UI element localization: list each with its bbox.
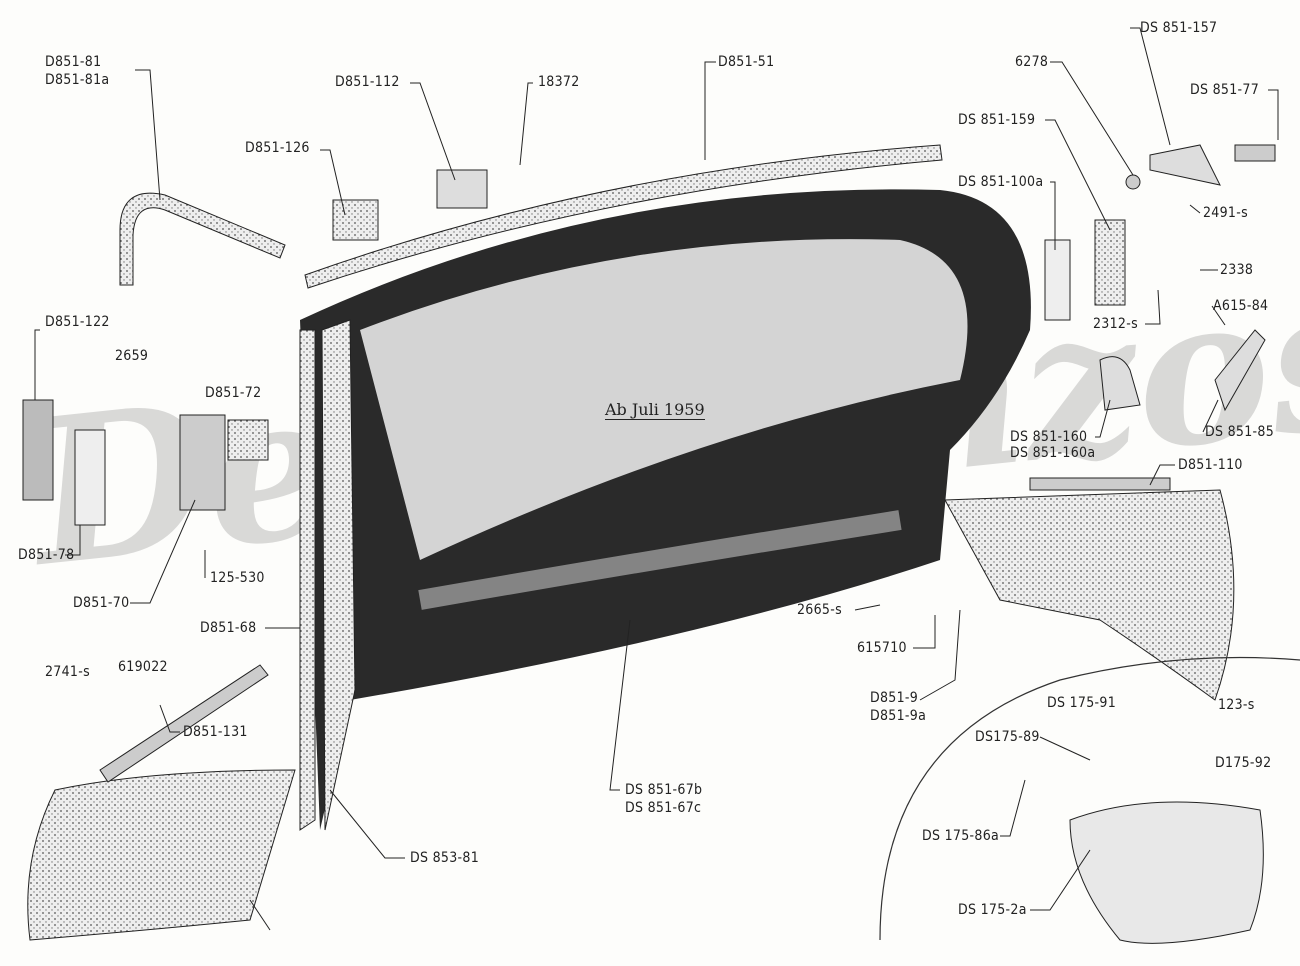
part-label: DS 851-67b <box>625 782 703 798</box>
part-label: 2312-s <box>1093 316 1138 332</box>
part-label: D175-92 <box>1215 755 1272 771</box>
part-label: 123-s <box>1218 697 1255 713</box>
part-label: D851-81a <box>45 72 110 88</box>
part-label: DS 851-100a <box>958 174 1044 190</box>
part-label: 2665-s <box>797 602 842 618</box>
part-label: DS 175-86a <box>922 828 1000 844</box>
part-label: 6278 <box>1015 54 1049 70</box>
part-label: D851-68 <box>200 620 257 636</box>
arched-seal <box>119 192 286 286</box>
part-label: DS175-89 <box>975 729 1040 745</box>
part-label: D851-126 <box>245 140 310 156</box>
door-trim-panel <box>944 489 1235 701</box>
part-label: D851-122 <box>45 314 110 330</box>
part-label: DS 851-157 <box>1140 20 1218 36</box>
part-label: 2741-s <box>45 664 90 680</box>
part-label: D851-78 <box>18 547 75 563</box>
part-label: D851-72 <box>205 385 262 401</box>
part-label: 615710 <box>857 640 907 656</box>
part-label: DS 851-160a <box>1010 445 1096 461</box>
side-seal <box>299 329 316 831</box>
part-label: DS 853-81 <box>410 850 480 866</box>
part-label: 619022 <box>118 659 168 675</box>
door-panel-highlight <box>360 239 968 560</box>
part-label: DS 175-2a <box>958 902 1027 918</box>
part-label: 18372 <box>538 74 580 90</box>
part-label: 125-530 <box>210 570 265 586</box>
part-label: A615-84 <box>1213 298 1269 314</box>
part-label: D851-81 <box>45 54 102 70</box>
part-label: D851-110 <box>1178 457 1243 473</box>
part-label: DS 851-85 <box>1205 424 1275 440</box>
flap <box>1069 801 1264 944</box>
part-label: D851-9 <box>870 690 919 706</box>
part-label: DS 175-91 <box>1047 695 1117 711</box>
part-label: 2659 <box>115 348 149 364</box>
part-label: D851-131 <box>183 724 248 740</box>
door-pocket <box>27 769 296 941</box>
part-label: D851-112 <box>335 74 400 90</box>
part-label: DS 851-77 <box>1190 82 1260 98</box>
part-label: 2491-s <box>1203 205 1248 221</box>
part-label: DS 851-159 <box>958 112 1036 128</box>
part-label: 2338 <box>1220 262 1254 278</box>
part-label: D851-70 <box>73 595 130 611</box>
top-seal <box>304 144 943 289</box>
part-label: DS 851-67c <box>625 800 702 816</box>
date-note: Ab Juli 1959 <box>605 400 705 420</box>
inset-arc <box>879 656 1300 941</box>
part-label: D851-9a <box>870 708 927 724</box>
part-label: D851-51 <box>718 54 775 70</box>
part-label: DS 851-160 <box>1010 429 1088 445</box>
